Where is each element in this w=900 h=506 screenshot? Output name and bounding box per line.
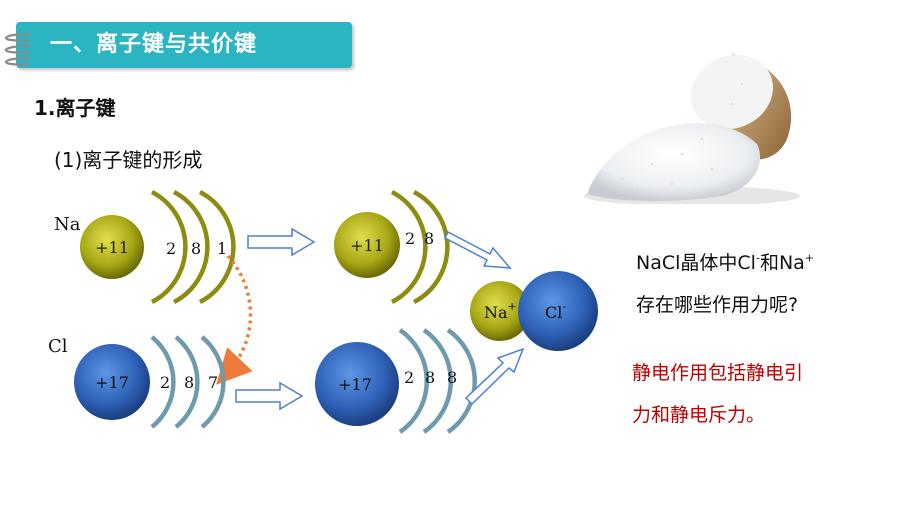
cl-charge: +17 <box>95 373 129 392</box>
binder-rings-icon <box>4 32 31 66</box>
na-nucleus <box>80 215 144 279</box>
na-charge: +11 <box>95 238 129 257</box>
na-shells <box>150 190 236 304</box>
cl-to-ion-arrow <box>235 381 304 411</box>
cl-ion-shells <box>398 328 477 434</box>
product-na-cation <box>470 281 530 341</box>
subsection-heading: (1)离子键的形成 <box>54 148 203 172</box>
cl-shells <box>150 335 226 429</box>
cl-ion-to-product-arrow <box>464 347 525 406</box>
na-shell-3: 1 <box>217 239 227 258</box>
cl-ion-nucleus <box>315 342 399 426</box>
banner-title: 一、离子键与共价键 <box>50 32 258 57</box>
na-shell-1: 2 <box>166 239 176 258</box>
cl-shell-3: 7 <box>208 373 218 392</box>
cl-ion-shell-3: 8 <box>447 368 457 387</box>
cl-ion-shell-1: 2 <box>404 368 414 387</box>
cl-shell-2: 8 <box>184 373 194 392</box>
product-cl-sup: - <box>562 300 566 313</box>
cl-nucleus <box>74 344 150 420</box>
na-to-ion-arrow <box>247 227 316 257</box>
na-symbol: Na <box>54 214 81 235</box>
product-na-label: Na <box>484 303 508 322</box>
na-shell-2: 8 <box>191 239 201 258</box>
question-line-1: NaCl晶体中Cl-和Na+ <box>636 248 814 275</box>
na-ion-charge: +11 <box>350 236 384 255</box>
question-sup-b: + <box>804 251 815 265</box>
cl-ion-shell-2: 8 <box>425 368 435 387</box>
na-ion-shells <box>390 190 450 304</box>
cl-shell-1: 2 <box>160 373 170 392</box>
question-sup-a: - <box>755 251 760 265</box>
na-ion-nucleus <box>334 212 400 278</box>
electron-transfer-arrow <box>216 254 253 385</box>
cl-symbol: Cl <box>48 336 68 357</box>
product-cl-label: Cl <box>545 303 562 322</box>
product-cl-anion <box>518 271 598 351</box>
question-part-a: NaCl晶体中Cl <box>636 252 756 274</box>
cl-ion-charge: +17 <box>338 375 372 394</box>
svg-text:Na+: Na+ <box>484 300 517 322</box>
question-line-2: 存在哪些作用力呢? <box>636 294 799 316</box>
na-ion-to-product-arrow <box>444 230 512 269</box>
title-banner: 一、离子键与共价键 <box>16 22 352 68</box>
question-part-b: 和Na <box>759 252 805 274</box>
answer-line-1: 静电作用包括静电引 <box>632 362 804 384</box>
salt-bowl-image <box>582 44 802 204</box>
na-ion-shell-2: 8 <box>424 229 434 248</box>
na-ion-shell-1: 2 <box>405 229 415 248</box>
section-heading: 1.离子键 <box>34 96 116 120</box>
answer-line-2: 力和静电斥力。 <box>632 404 766 426</box>
product-na-sup: + <box>508 300 517 313</box>
svg-text:Cl-: Cl- <box>545 300 566 322</box>
